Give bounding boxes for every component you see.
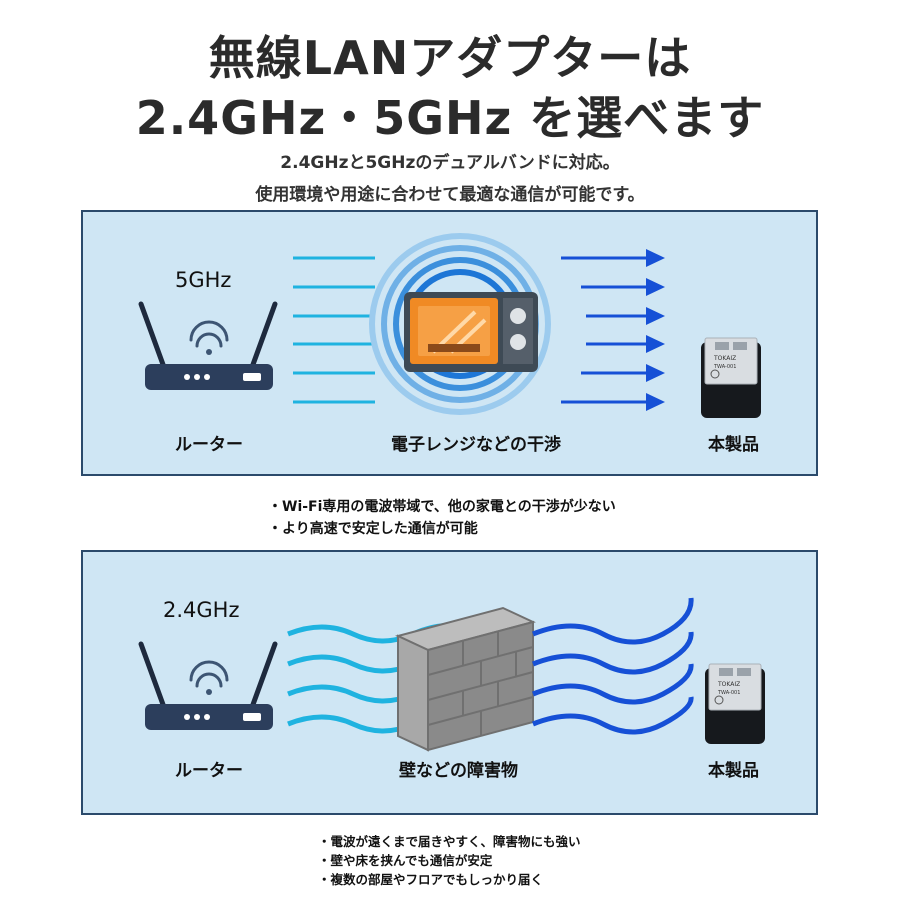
product-label: 本製品	[708, 435, 759, 455]
wifi-signal-icon	[189, 320, 229, 355]
interference-label: 電子レンジなどの干渉	[391, 435, 561, 455]
notes-24ghz: ・電波が遠くまで届きやすく、障害物にも強い ・壁や床を挟んでも通信が安定 ・複数…	[318, 832, 581, 889]
panel-5ghz-illustration: TOKAIZ TWA-001	[138, 233, 761, 418]
signal-waves-right	[532, 597, 694, 735]
page-title-line2: 2.4GHz・5GHz を選べます	[135, 91, 765, 145]
panel-5ghz: TOKAIZ TWA-001 5GHz ルーター 電子レンジなどの干渉 本製品	[81, 210, 818, 476]
router-icon	[138, 301, 278, 390]
router-label: ルーター	[175, 761, 243, 781]
note-item: ・複数の部屋やフロアでもしっかり届く	[318, 872, 544, 887]
wifi-signal-icon	[189, 660, 229, 695]
microwave-icon	[404, 292, 538, 372]
usb-dongle-icon	[705, 663, 765, 744]
notes-5ghz: ・Wi-Fi専用の電波帯域で、他の家電との干渉が少ない ・より高速で安定した通信…	[268, 496, 616, 540]
dongle-model-text: TWA-001	[713, 364, 736, 370]
product-label: 本製品	[708, 761, 759, 781]
note-item: ・壁や床を挟んでも通信が安定	[318, 853, 493, 868]
usb-dongle-icon	[701, 337, 761, 418]
note-item: ・Wi-Fi専用の電波帯域で、他の家電との干渉が少ない	[268, 499, 616, 515]
signal-lines-left	[293, 256, 375, 404]
page-title-line1: 無線LANアダプターは	[208, 31, 692, 85]
signal-arrows-right	[561, 249, 665, 411]
note-item: ・電波が遠くまで届きやすく、障害物にも強い	[318, 834, 581, 849]
router-label: ルーター	[175, 435, 243, 455]
note-item: ・より高速で安定した通信が可能	[268, 521, 478, 537]
dongle-brand-text: TOKAIZ	[713, 355, 736, 362]
brick-wall-icon	[395, 606, 536, 752]
dongle-model-text: TWA-001	[717, 690, 740, 696]
router-icon	[138, 641, 278, 730]
panel-24ghz-illustration: TOKAIZ TWA-001	[138, 597, 765, 752]
panel-24ghz: TOKAIZ TWA-001 2.4GHz ルーター 壁などの障害物 本製品	[81, 550, 818, 815]
subtitle-line1: 2.4GHzと5GHzのデュアルバンドに対応。	[280, 153, 620, 173]
dongle-brand-text: TOKAIZ	[717, 681, 740, 688]
subtitle-line2: 使用環境や用途に合わせて最適な通信が可能です。	[255, 185, 645, 205]
frequency-label: 5GHz	[175, 268, 232, 292]
obstacle-label: 壁などの障害物	[399, 761, 518, 781]
frequency-label: 2.4GHz	[163, 598, 240, 622]
